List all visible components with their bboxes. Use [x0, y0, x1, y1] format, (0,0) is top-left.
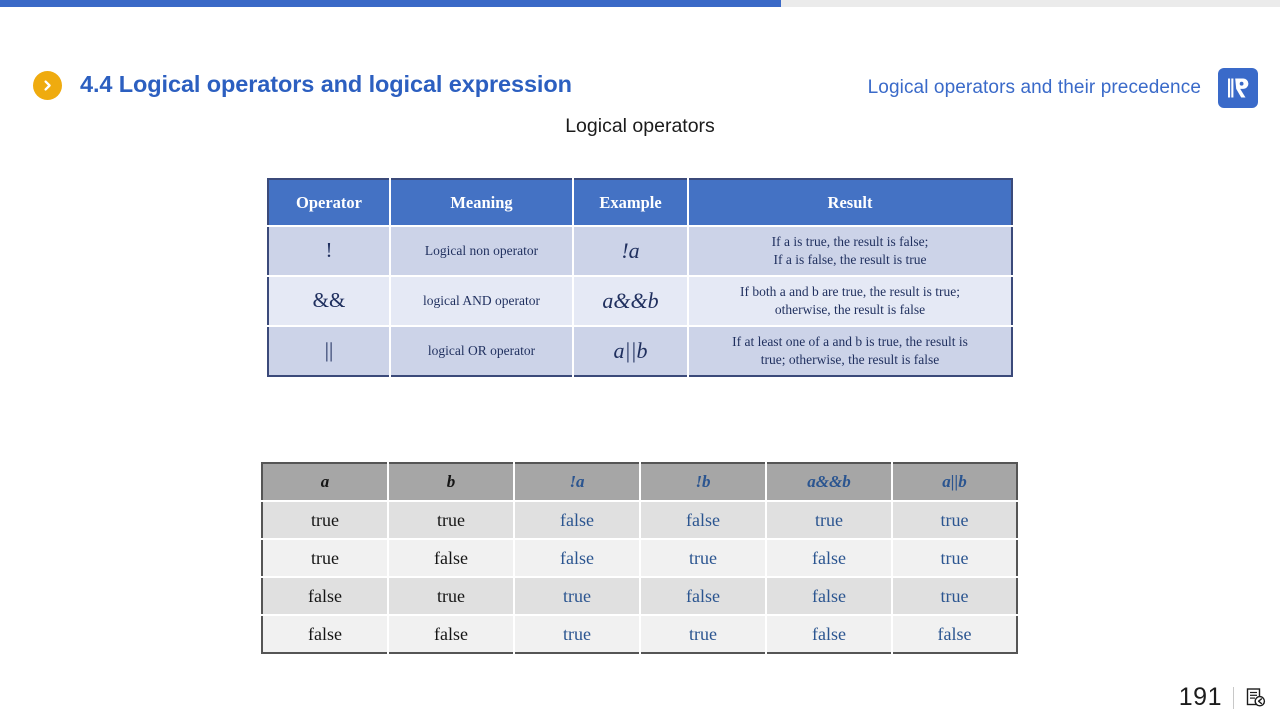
truth-header-a: a: [262, 463, 389, 502]
table-row: false true true false false true: [262, 577, 1017, 616]
operator-meaning: Logical non operator: [390, 226, 574, 277]
truth-cell-not-a: false: [514, 501, 641, 540]
table-row: true true false false true true: [262, 501, 1017, 540]
truth-cell-or: false: [892, 615, 1017, 653]
operator-symbol: &&: [268, 276, 391, 327]
operator-symbol: !: [268, 226, 391, 277]
truth-cell-not-a: false: [514, 539, 641, 578]
table-row: true false false true false true: [262, 539, 1017, 578]
truth-header-b: b: [388, 463, 515, 502]
truth-cell-b: true: [388, 501, 515, 540]
truth-header-not-a: !a: [514, 463, 641, 502]
header-right-group: Logical operators and their precedence: [868, 68, 1258, 108]
truth-table: a b !a !b a&&b a||b true true false fals…: [261, 462, 1018, 654]
operator-result-line2: true; otherwise, the result is false: [760, 352, 940, 367]
footer-divider: [1233, 686, 1234, 709]
chevron-right-icon: [33, 71, 62, 100]
operators-table-header-row: Operator Meaning Example Result: [268, 179, 1012, 227]
operators-header-meaning: Meaning: [390, 179, 574, 227]
operators-header-example: Example: [573, 179, 689, 227]
operator-meaning: logical OR operator: [390, 326, 574, 376]
truth-cell-and: false: [766, 539, 893, 578]
slide-progress-bar: [0, 0, 1280, 7]
operator-result-line1: If both a and b are true, the result is …: [739, 284, 961, 300]
truth-cell-a: true: [262, 501, 389, 540]
truth-header-and: a&&b: [766, 463, 893, 502]
section-caption: Logical operators: [565, 115, 715, 137]
truth-header-or: a||b: [892, 463, 1017, 502]
operator-result: If a is true, the result is false; If a …: [688, 226, 1012, 277]
operator-example: a||b: [573, 326, 689, 376]
slide-footer: 191: [1179, 683, 1266, 712]
truth-cell-b: false: [388, 539, 515, 578]
truth-cell-b: true: [388, 577, 515, 616]
operator-result-line2: otherwise, the result is false: [774, 302, 926, 317]
page-title: 4.4 Logical operators and logical expres…: [80, 71, 572, 97]
slide-progress-fill: [0, 0, 781, 7]
table-row: false false true true false false: [262, 615, 1017, 653]
truth-cell-not-b: false: [640, 577, 767, 616]
document-back-icon[interactable]: [1245, 687, 1266, 708]
truth-cell-a: true: [262, 539, 389, 578]
truth-cell-or: true: [892, 501, 1017, 540]
operators-header-result: Result: [688, 179, 1012, 227]
truth-table-header-row: a b !a !b a&&b a||b: [262, 463, 1017, 502]
table-row: && logical AND operator a&&b If both a a…: [268, 276, 1012, 327]
truth-header-not-b: !b: [640, 463, 767, 502]
operator-result: If at least one of a and b is true, the …: [688, 326, 1012, 376]
truth-cell-not-b: false: [640, 501, 767, 540]
truth-cell-not-a: true: [514, 615, 641, 653]
truth-cell-or: true: [892, 539, 1017, 578]
table-row: ! Logical non operator !a If a is true, …: [268, 226, 1012, 277]
operator-result-line2: If a is false, the result is true: [773, 252, 927, 267]
operators-header-operator: Operator: [268, 179, 391, 227]
operator-symbol: ||: [268, 326, 391, 376]
truth-cell-or: true: [892, 577, 1017, 616]
truth-cell-and: false: [766, 577, 893, 616]
slide-header: 4.4 Logical operators and logical expres…: [0, 30, 1280, 108]
operator-example: !a: [573, 226, 689, 277]
truth-cell-a: false: [262, 577, 389, 616]
operator-result-line1: If a is true, the result is false;: [771, 234, 929, 250]
operator-result-line1: If at least one of a and b is true, the …: [732, 334, 968, 350]
operator-result: If both a and b are true, the result is …: [688, 276, 1012, 327]
operators-table: Operator Meaning Example Result ! Logica…: [267, 178, 1013, 377]
truth-cell-not-b: true: [640, 615, 767, 653]
table-row: || logical OR operator a||b If at least …: [268, 326, 1012, 376]
header-subtitle: Logical operators and their precedence: [867, 77, 1201, 98]
truth-cell-and: false: [766, 615, 893, 653]
truth-cell-a: false: [262, 615, 389, 653]
book-r-logo-icon: [1218, 68, 1258, 108]
operator-meaning: logical AND operator: [390, 276, 574, 327]
truth-cell-not-b: true: [640, 539, 767, 578]
truth-cell-and: true: [766, 501, 893, 540]
truth-cell-b: false: [388, 615, 515, 653]
truth-cell-not-a: true: [514, 577, 641, 616]
operator-example: a&&b: [573, 276, 689, 327]
page-number: 191: [1178, 683, 1222, 711]
